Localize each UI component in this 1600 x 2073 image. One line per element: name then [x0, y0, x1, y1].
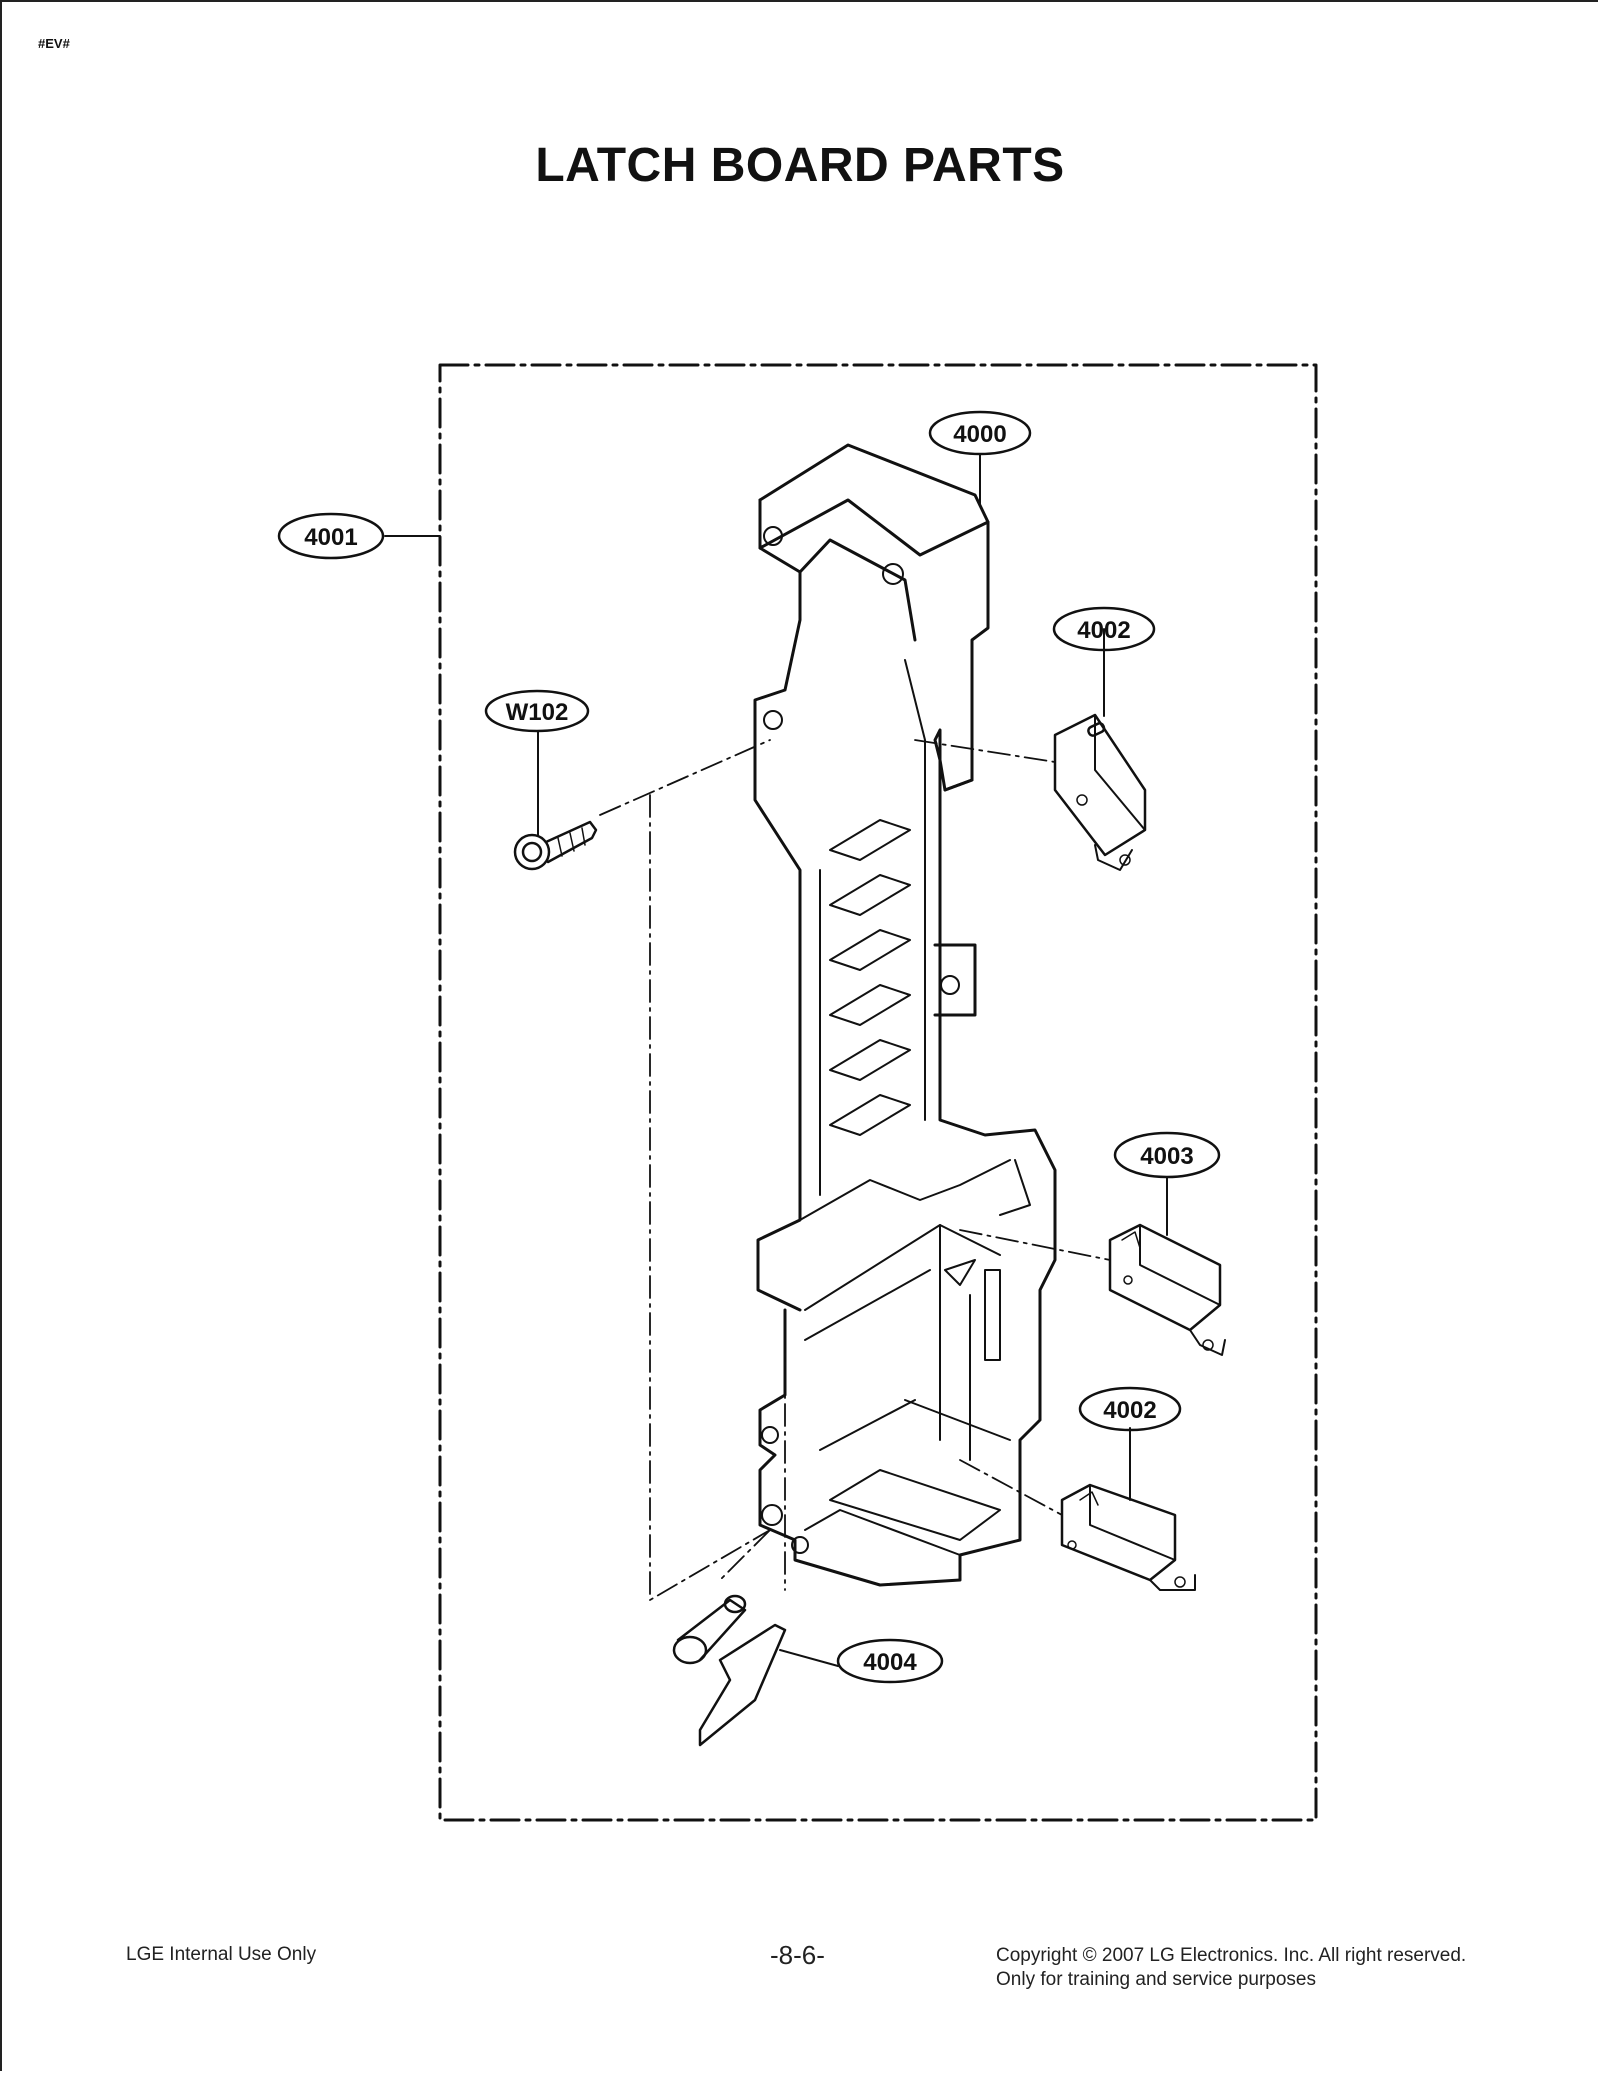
switch-4002-bottom [1060, 1483, 1196, 1591]
callout-4001: 4001 [304, 524, 357, 551]
switch-4002-top [1053, 713, 1147, 871]
copyright-line: Copyright © 2007 LG Electronics. Inc. Al… [996, 1945, 1467, 1966]
callout-4000: 4000 [953, 421, 1006, 448]
page-title: LATCH BOARD PARTS [535, 139, 1065, 192]
training-purposes-line: Only for training and service purposes [996, 1969, 1316, 1990]
callout-4002-top: 4002 [1077, 617, 1130, 644]
callout-w102: W102 [506, 699, 569, 726]
callout-4004: 4004 [863, 1649, 917, 1676]
switch-4003 [1108, 1223, 1226, 1356]
screw-w102 [513, 820, 598, 871]
lever-4004 [672, 1594, 787, 1747]
page-number: -8-6- [770, 1940, 825, 1970]
callout-4002-bottom: 4002 [1103, 1397, 1156, 1424]
footer-copyright: Copyright © 2007 LG Electronics. Inc. Al… [996, 1944, 1466, 1992]
doc-code: #EV# [38, 36, 70, 51]
latch-board-body [753, 443, 1057, 1587]
assembly-frame [438, 363, 1318, 1822]
callout-4003: 4003 [1140, 1143, 1193, 1170]
footer-internal-use: LGE Internal Use Only [126, 1944, 317, 1965]
